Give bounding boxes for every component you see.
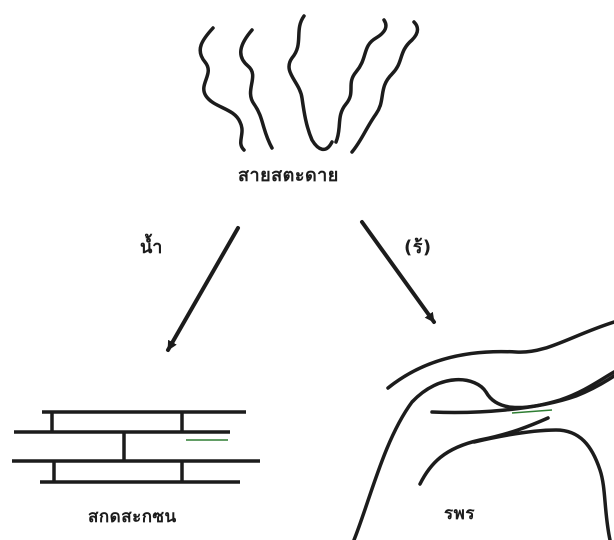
wavy-chain-3: [289, 16, 332, 149]
tangled-accent-line: [512, 410, 552, 413]
parallel-structure: [12, 412, 260, 482]
top-structure-label: สายสตะดาย: [238, 160, 339, 189]
right-arrow-label: (ร้): [404, 232, 432, 261]
left-arrow: [168, 228, 238, 350]
wavy-chain-5: [352, 22, 418, 152]
tangled-curve-4: [474, 430, 610, 540]
wavy-chain-2: [241, 30, 272, 148]
bottom-left-structure-label: สกดสะกซน: [88, 503, 177, 530]
bottom-right-structure-label: รพร: [444, 500, 475, 527]
wavy-chains: [200, 16, 417, 152]
tangled-curve-3: [432, 376, 614, 412]
tangled-curve-1: [388, 322, 614, 388]
wavy-chain-4: [336, 20, 386, 142]
tangled-curve-5: [420, 418, 548, 484]
left-arrow-label: น้ำ: [140, 232, 163, 261]
tangled-structure: [354, 322, 614, 540]
wavy-chain-1: [200, 28, 244, 150]
